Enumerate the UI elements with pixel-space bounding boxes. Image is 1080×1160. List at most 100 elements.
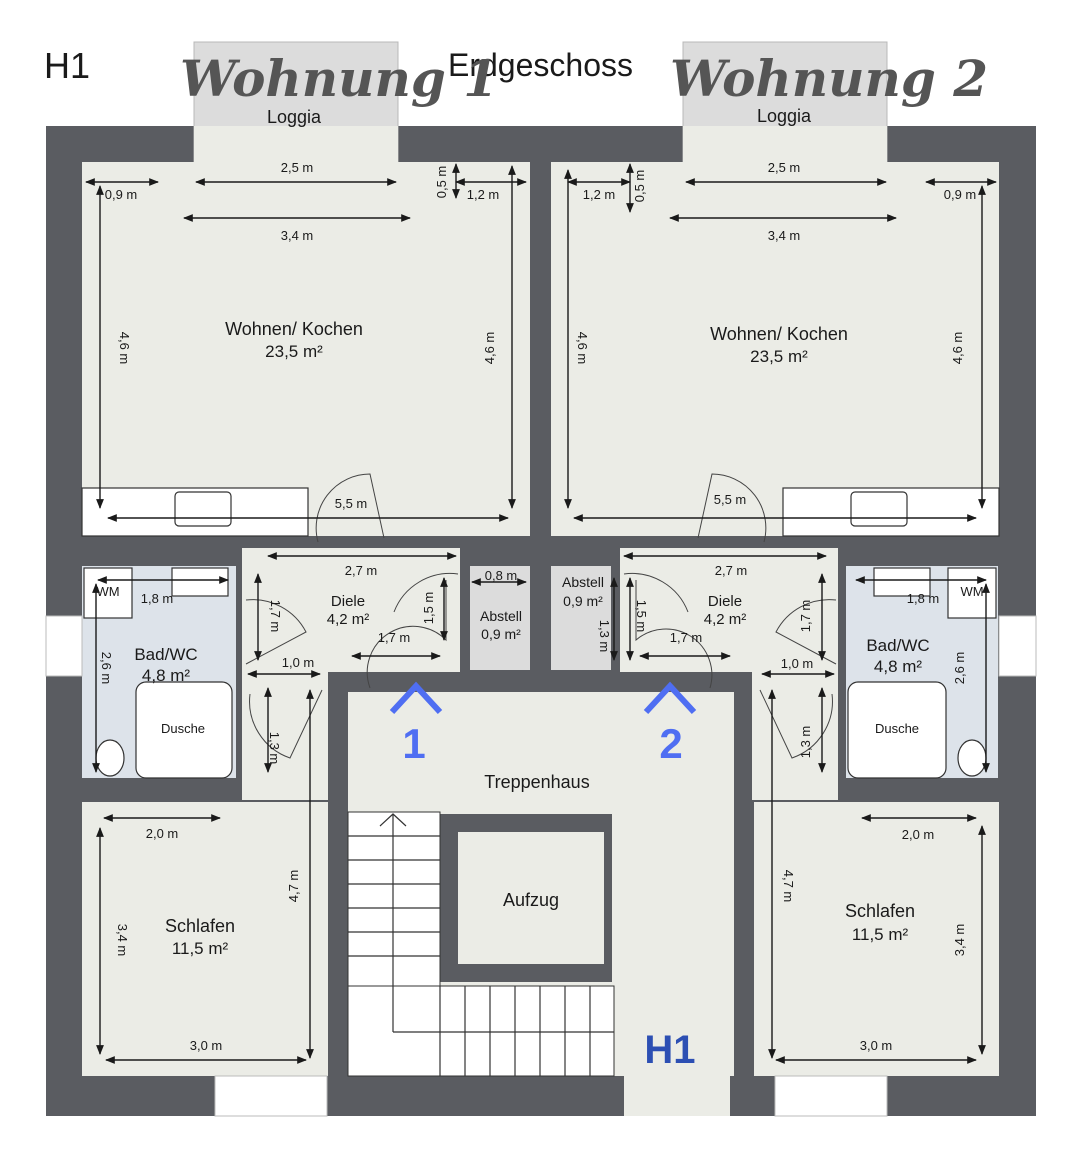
stairwell-entry — [624, 1076, 730, 1116]
living-2-dim-3: 0,9 m — [944, 187, 977, 202]
hall-1-dim-5: 1,3 m — [267, 732, 282, 765]
bed-1-area: 11,5 m² — [172, 939, 229, 958]
living-room-2 — [551, 162, 999, 536]
living-room-1-top-notch — [194, 126, 398, 206]
living-room-1 — [82, 162, 530, 536]
bath-1-dim-0: 1,8 m — [141, 591, 174, 606]
bed-1-dim-1: 3,4 m — [115, 924, 130, 957]
bed-2-name: Schlafen — [845, 901, 915, 921]
bed-2-dim-1: 4,7 m — [781, 870, 796, 903]
living-2-area: 23,5 m² — [750, 347, 808, 366]
living-1-dim-1: 3,4 m — [281, 228, 314, 243]
bath-1-name: Bad/WC — [134, 645, 197, 664]
loggia-1-label: Loggia — [267, 107, 322, 127]
floor-label: Erdgeschoss — [448, 47, 633, 83]
loggia-2-width: 2,5 m — [768, 160, 801, 175]
entrance-2-chevron — [643, 681, 697, 715]
storage-2-area: 0,9 m² — [563, 593, 603, 609]
bed-1-dim-2: 4,7 m — [286, 870, 301, 903]
building-label: H1 — [44, 45, 90, 86]
shower-tray-2 — [847, 681, 947, 779]
staircase — [347, 811, 615, 1077]
hall-2-area: 4,2 m² — [704, 611, 747, 628]
hall-1-dim-0: 2,7 m — [345, 563, 378, 578]
doors — [245, 473, 837, 759]
loggia-1-width: 2,5 m — [281, 160, 314, 175]
shower-1-label: Dusche — [161, 721, 205, 736]
hall-1-dim-1: 1,7 m — [268, 600, 283, 633]
window-bed-1 — [214, 1075, 328, 1117]
hall-1-dim-3: 1,7 m — [378, 630, 411, 645]
toilet-2 — [957, 739, 987, 777]
loggia-2-label: Loggia — [757, 106, 812, 126]
bath-2-area: 4,8 m² — [874, 657, 923, 676]
washer-2-label: WM — [960, 584, 983, 599]
living-1-dim-0: 0,9 m — [105, 187, 138, 202]
bed-2-dim-0: 2,0 m — [902, 827, 935, 842]
sink-2 — [850, 491, 908, 527]
living-1-dim-5: 4,6 m — [482, 332, 497, 365]
toilet-1 — [95, 739, 125, 777]
bath-2-dim-1: 2,6 m — [952, 652, 967, 685]
living-2-dim-2: 3,4 m — [768, 228, 801, 243]
entrance-1-chevron — [389, 681, 443, 715]
washer-1-label: WM — [96, 584, 119, 599]
bed-2-dim-3: 3,0 m — [860, 1038, 893, 1053]
hall-2-dim-3: 1,7 m — [670, 630, 703, 645]
window-bed-2 — [774, 1075, 888, 1117]
bed-1-name: Schlafen — [165, 916, 235, 936]
living-2-dim-1: 0,5 m — [632, 170, 647, 203]
entrance-2-number: 2 — [659, 720, 682, 767]
washbasin-1 — [171, 567, 229, 597]
hall-1-name: Diele — [331, 593, 365, 610]
elevator-cabin — [458, 832, 604, 964]
bedroom-1 — [82, 802, 328, 1076]
storage-1-dim: 0,8 m — [485, 568, 518, 583]
bath-2-dim-0: 1,8 m — [907, 591, 940, 606]
bath-1-area: 4,8 m² — [142, 666, 191, 685]
living-1-dim-6: 5,5 m — [335, 496, 368, 511]
elevator-label: Aufzug — [503, 890, 559, 910]
living-1-dim-2: 0,5 m — [434, 166, 449, 199]
hall-2-dim-4: 1,7 m — [798, 600, 813, 633]
shower-tray-1 — [135, 681, 233, 779]
bed-2-area: 11,5 m² — [852, 925, 909, 944]
hall-1 — [242, 548, 460, 672]
living-2-dim-4: 4,6 m — [575, 332, 590, 365]
living-1-area: 23,5 m² — [265, 342, 323, 361]
living-2-dim-5: 4,6 m — [950, 332, 965, 365]
living-1-name: Wohnen/ Kochen — [225, 319, 363, 339]
living-2-name: Wohnen/ Kochen — [710, 324, 848, 344]
hall-2-dim-1: 1,5 m — [634, 600, 649, 633]
hall-1-area: 4,2 m² — [327, 611, 370, 628]
window-bath-2 — [998, 615, 1037, 677]
bed-2-dim-2: 3,4 m — [952, 924, 967, 957]
hall-2-dim-5: 1,0 m — [781, 656, 814, 671]
house-mark: H1 — [644, 1028, 695, 1072]
hall-1-dim-2: 1,5 m — [421, 592, 436, 625]
hall-2-lower — [752, 672, 838, 800]
sink-1 — [174, 491, 232, 527]
storage-1-area: 0,9 m² — [481, 626, 521, 642]
hall-1-dim-4: 1,0 m — [282, 655, 315, 670]
bedroom-2 — [754, 802, 999, 1076]
window-bath-1 — [45, 615, 83, 677]
shower-2-label: Dusche — [875, 721, 919, 736]
living-1-dim-3: 1,2 m — [467, 187, 500, 202]
hall-2-dim-2: 1,3 m — [597, 620, 612, 653]
hall-1-lower — [242, 672, 328, 800]
storage-1-name: Abstell — [480, 608, 522, 624]
living-2-dim-0: 1,2 m — [583, 187, 616, 202]
bath-1-dim-1: 2,6 m — [99, 652, 114, 685]
hall-2-dim-6: 1,3 m — [798, 726, 813, 759]
entrance-1-number: 1 — [402, 720, 425, 767]
dimension-lines — [85, 163, 997, 1064]
living-2-dim-6: 5,5 m — [714, 492, 747, 507]
hall-2-dim-0: 2,7 m — [715, 563, 748, 578]
unit-1-title: Wohnung 1 — [180, 49, 498, 108]
bed-1-dim-3: 3,0 m — [190, 1038, 223, 1053]
living-1-dim-4: 4,6 m — [117, 332, 132, 365]
stairwell-label: Treppenhaus — [484, 772, 589, 792]
hall-2 — [620, 548, 838, 672]
